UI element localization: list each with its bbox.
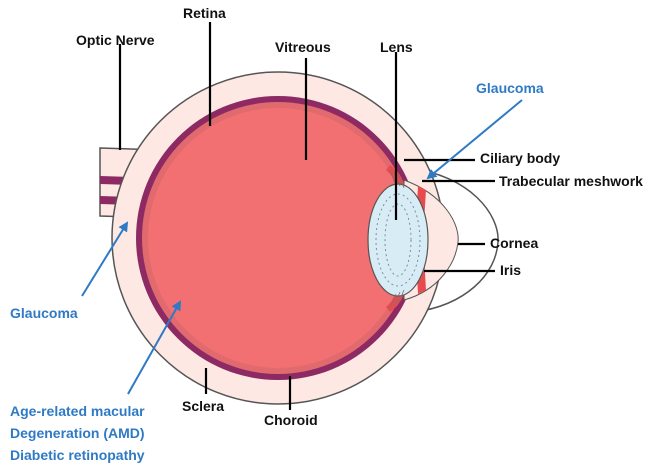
- label-choroid: Choroid: [264, 412, 318, 428]
- label-glaucoma-left: Glaucoma: [10, 305, 78, 321]
- label-amd-line3: Diabetic retinopathy: [10, 447, 145, 463]
- label-retina: Retina: [183, 5, 226, 21]
- label-iris: Iris: [500, 262, 521, 278]
- label-optic-nerve: Optic Nerve: [76, 32, 155, 48]
- label-vitreous: Vitreous: [275, 39, 331, 55]
- label-trabecular-meshwork: Trabecular meshwork: [499, 173, 643, 189]
- label-amd-line1: Age-related macular: [10, 403, 145, 419]
- lens: [368, 184, 428, 296]
- label-glaucoma-top: Glaucoma: [476, 80, 544, 96]
- label-lens: Lens: [380, 39, 413, 55]
- label-ciliary-body: Ciliary body: [480, 150, 560, 166]
- label-sclera: Sclera: [182, 398, 224, 414]
- label-amd-line2: Degeneration (AMD): [10, 425, 145, 441]
- label-cornea: Cornea: [490, 235, 538, 251]
